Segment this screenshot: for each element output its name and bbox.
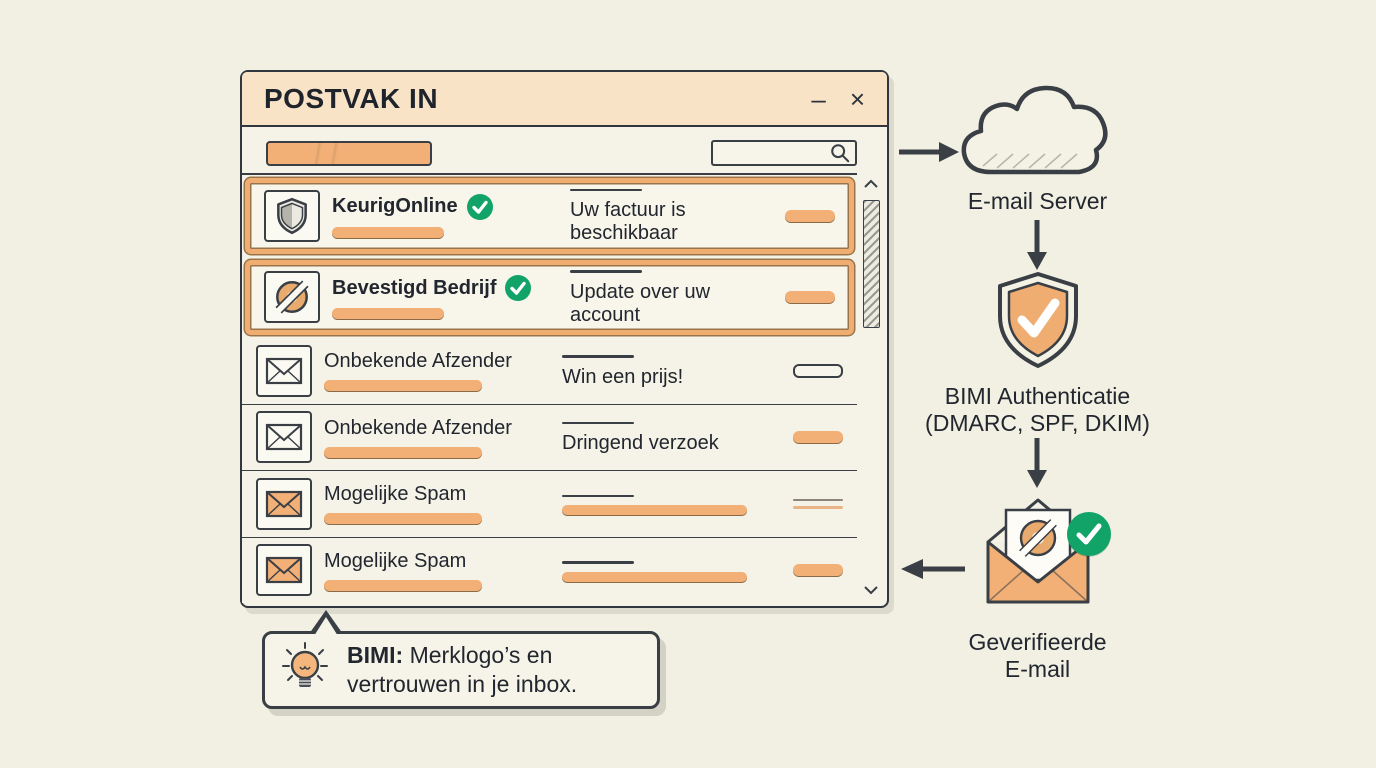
callout-line2: vertrouwen in je inbox.	[347, 671, 578, 697]
time-pill	[793, 363, 843, 378]
sender-placeholder-bar	[332, 226, 444, 238]
subject-placeholder-line	[570, 270, 642, 273]
sender-name: Mogelijke Spam	[324, 483, 467, 506]
subject-placeholder-line	[562, 355, 634, 358]
subject-placeholder-line	[562, 561, 634, 564]
email-row-spam-2[interactable]: Mogelijke Spam	[242, 537, 857, 603]
sender-name: Mogelijke Spam	[324, 549, 467, 572]
subject-text: Win een prijs!	[562, 365, 684, 388]
close-button[interactable]: ×	[849, 83, 865, 114]
email-list: KeurigOnline Uw factuur is beschikbaar B…	[242, 173, 857, 603]
time-pill	[793, 431, 843, 444]
bimi-callout: BIMI: Merklogo’s en vertrouwen in je inb…	[262, 610, 660, 709]
lightbulb-icon	[279, 640, 331, 701]
callout-line1: Merklogo’s en	[403, 642, 553, 669]
search-input[interactable]	[713, 145, 829, 161]
arrow-down-icon	[1022, 436, 1052, 495]
arrow-left-icon	[897, 556, 967, 587]
subject-text: Update over uw account	[570, 280, 711, 326]
scrollbar[interactable]	[859, 176, 883, 600]
sender-name: Onbekende Afzender	[324, 350, 512, 373]
sender-placeholder-bar	[324, 513, 482, 525]
shield-icon	[264, 189, 320, 242]
auth-label-line1: BIMI Authenticatie	[944, 383, 1131, 409]
window-controls: – ×	[811, 86, 865, 112]
search-box[interactable]	[711, 140, 857, 166]
subject-placeholder-bar	[562, 571, 747, 582]
arrow-down-icon	[1022, 218, 1052, 277]
time-placeholder-line	[793, 506, 843, 509]
subject-text: Uw factuur is beschikbaar	[570, 199, 686, 244]
email-row-onbekende-1[interactable]: Onbekende Afzender Win een prijs!	[242, 338, 857, 405]
verified-check-icon	[466, 193, 493, 220]
verified-label-line1: Geverifieerde	[968, 629, 1107, 655]
spam-envelope-icon	[256, 544, 312, 597]
chevron-up-icon[interactable]	[863, 176, 879, 194]
magnifier-icon	[829, 142, 851, 164]
sender-name: Onbekende Afzender	[324, 416, 512, 439]
orange-label-button[interactable]	[266, 141, 432, 166]
callout-text: BIMI: Merklogo’s en vertrouwen in je inb…	[347, 641, 577, 699]
time-pill	[793, 564, 843, 577]
email-row-keurigonline[interactable]: KeurigOnline Uw factuur is beschikbaar	[245, 178, 854, 254]
minimize-button[interactable]: –	[811, 83, 826, 114]
verified-label-line2: E-mail	[1004, 656, 1071, 683]
window-title: POSTVAK IN	[264, 82, 439, 114]
cloud-icon	[953, 80, 1123, 191]
verified-envelope-icon	[968, 490, 1111, 610]
subject-placeholder-line	[570, 188, 642, 191]
sender-placeholder-bar	[332, 308, 444, 320]
subject-placeholder-line	[562, 421, 634, 424]
envelope-icon	[256, 411, 312, 464]
subject-text: Dringend verzoek	[562, 432, 719, 454]
toolbar	[242, 129, 887, 173]
envelope-icon	[256, 344, 312, 397]
auth-label: BIMI Authenticatie (DMARC, SPF, DKIM)	[925, 383, 1150, 437]
scrollbar-thumb[interactable]	[862, 200, 880, 328]
chevron-down-icon[interactable]	[863, 582, 879, 600]
time-placeholder-line	[793, 498, 843, 502]
subject-placeholder-bar	[562, 505, 747, 515]
time-pill	[785, 291, 835, 304]
email-row-bevestigd-bedrijf[interactable]: Bevestigd Bedrijf Update over uw account	[245, 259, 854, 335]
subject-placeholder-line	[562, 494, 634, 497]
time-pill	[785, 209, 835, 222]
brand-logo-icon	[264, 271, 320, 324]
sender-placeholder-bar	[324, 380, 482, 392]
sender-placeholder-bar	[324, 579, 482, 591]
email-row-onbekende-2[interactable]: Onbekende Afzender Dringend verzoek	[242, 404, 857, 471]
email-row-spam-1[interactable]: Mogelijke Spam	[242, 471, 857, 538]
sender-placeholder-bar	[324, 446, 482, 458]
titlebar: POSTVAK IN – ×	[242, 72, 887, 127]
sender-name: Bevestigd Bedrijf	[332, 276, 497, 299]
verified-check-icon	[505, 275, 532, 302]
spam-envelope-icon	[256, 477, 312, 530]
callout-term: BIMI:	[347, 642, 404, 669]
inbox-window: POSTVAK IN – × KeurigOnline	[240, 70, 889, 608]
auth-label-line2: (DMARC, SPF, DKIM)	[925, 410, 1150, 437]
sender-name: KeurigOnline	[332, 195, 458, 218]
shield-check-icon	[992, 270, 1084, 375]
verified-check-icon	[1067, 512, 1111, 556]
verified-label: Geverifieerde E-mail	[955, 629, 1120, 683]
server-label: E-mail Server	[967, 188, 1108, 214]
arrow-right-icon	[897, 139, 961, 170]
